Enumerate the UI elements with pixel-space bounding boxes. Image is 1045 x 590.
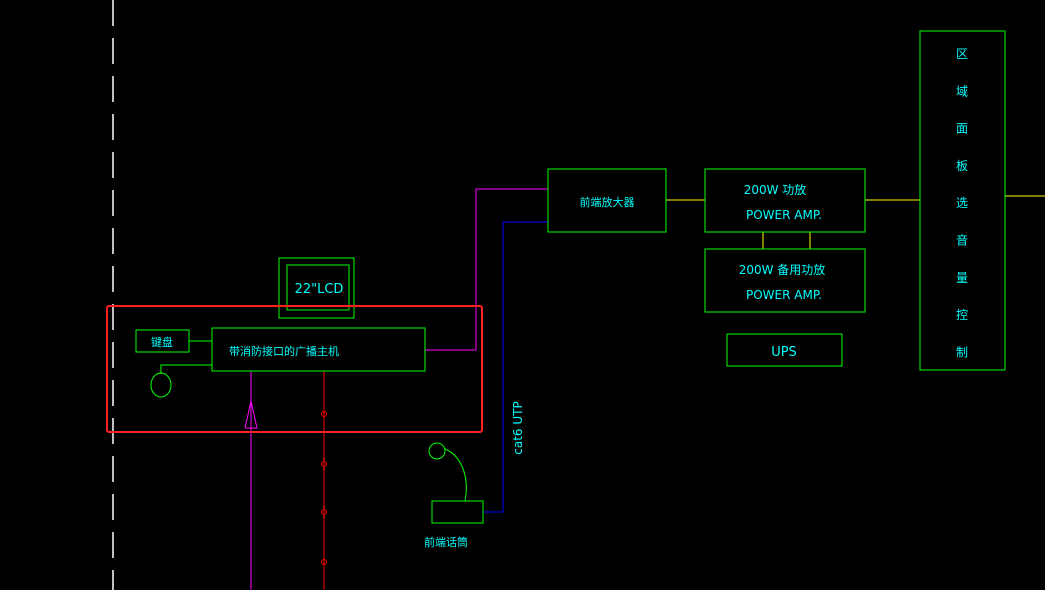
broadcast-host-label: 带消防接口的广播主机: [229, 344, 339, 358]
host-to-preamp-link: [425, 188, 548, 351]
backup-amp-label-line1: 200W 备用功放: [739, 262, 826, 277]
keyboard-label: 键盘: [151, 335, 173, 349]
lcd-label: 22"LCD: [295, 282, 344, 297]
power-amp-label-line1: 200W 功放: [744, 182, 807, 197]
mouse-icon: [150, 372, 172, 398]
cable-label: cat6 UTP: [511, 401, 525, 454]
zone-panel-char: 面: [956, 122, 968, 136]
fire-signal-arrow: [244, 400, 258, 429]
preamp-box: [547, 168, 667, 233]
mouse-cable: [160, 364, 212, 374]
power-amp-label-line2: POWER AMP.: [746, 208, 822, 222]
zone-panel-char: 区: [956, 47, 968, 61]
power-amp-box: [704, 168, 866, 233]
lcd-outer-frame: [278, 257, 355, 319]
zone-panel-char: 选: [956, 196, 968, 210]
ups-box: [726, 333, 843, 367]
paging-mic-box: [431, 500, 484, 524]
preamp-label: 前端放大器: [580, 195, 635, 209]
zone-panel-box: [919, 30, 1006, 371]
microphone-icon: [428, 442, 446, 460]
highlight-selection: [106, 305, 483, 433]
zone-panel-char: 板: [956, 159, 968, 173]
zone-panel-char: 控: [956, 308, 968, 322]
paging-mic-label: 前端话筒: [424, 535, 468, 549]
microphone-cable: [444, 448, 467, 502]
zone-panel-char: 量: [956, 271, 968, 285]
zone-panel-char: 域: [956, 84, 968, 98]
backup-amp-label-line2: POWER AMP.: [746, 288, 822, 302]
ups-label: UPS: [771, 345, 797, 360]
zone-panel-char: 制: [956, 345, 968, 359]
line-markers: [321, 411, 327, 565]
mic-to-preamp-link: [483, 221, 548, 513]
backup-amp-box: [704, 248, 866, 313]
lcd-inner-frame: [286, 264, 350, 311]
broadcast-host-box: [211, 327, 426, 372]
zone-panel-char: 音: [956, 233, 968, 248]
